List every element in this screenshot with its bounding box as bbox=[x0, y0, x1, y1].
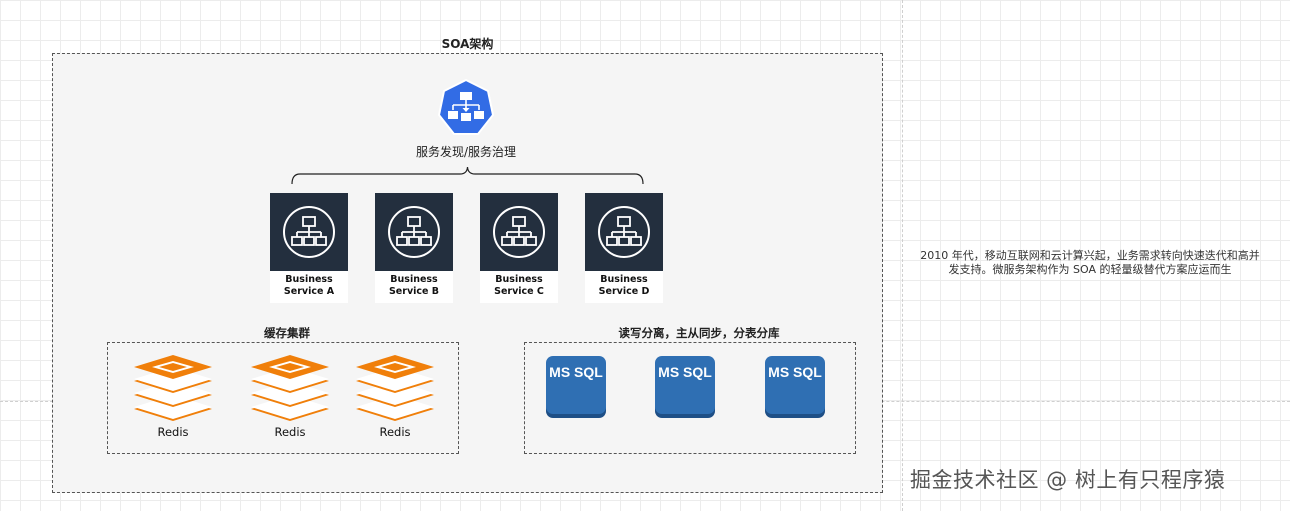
mssql-database-icon: MS SQL bbox=[546, 356, 606, 418]
side-note-text: 2010 年代，移动互联网和云计算兴起，业务需求转向快速迭代和高并发支持。微服务… bbox=[920, 249, 1260, 276]
curly-brace bbox=[291, 166, 644, 185]
service-label-line2: Service B bbox=[388, 286, 440, 297]
service-card-d: Business Service D bbox=[585, 193, 663, 303]
mssql-node-1: MS SQL bbox=[545, 356, 607, 422]
db-group-title: 读写分离，主从同步，分表分库 bbox=[618, 326, 780, 340]
redis-node-1: Redis bbox=[132, 355, 214, 445]
mssql-label: MS SQL bbox=[549, 364, 603, 380]
mssql-database-icon: MS SQL bbox=[765, 356, 825, 418]
service-label: Business Service C bbox=[480, 271, 558, 298]
mssql-node-3: MS SQL bbox=[764, 356, 826, 422]
grid-guide-vertical bbox=[902, 0, 903, 511]
service-card-b: Business Service B bbox=[375, 193, 453, 303]
service-label: Business Service A bbox=[270, 271, 348, 298]
watermark: 掘金技术社区 @ 树上有只程序猿 bbox=[910, 468, 1226, 492]
mssql-label: MS SQL bbox=[658, 364, 712, 380]
redis-icon bbox=[356, 355, 434, 421]
governance-label: 服务发现/服务治理 bbox=[415, 145, 517, 159]
service-hierarchy-icon bbox=[283, 206, 335, 258]
service-label-line1: Business bbox=[390, 274, 438, 285]
service-label-line1: Business bbox=[600, 274, 648, 285]
service-card-c: Business Service C bbox=[480, 193, 558, 303]
service-label-line2: Service D bbox=[598, 286, 650, 297]
mssql-label: MS SQL bbox=[768, 364, 822, 380]
mssql-database-icon: MS SQL bbox=[655, 356, 715, 418]
cache-group-box bbox=[107, 342, 459, 454]
service-label-line1: Business bbox=[495, 274, 543, 285]
service-label: Business Service B bbox=[375, 271, 453, 298]
redis-label: Redis bbox=[274, 425, 306, 439]
redis-label: Redis bbox=[157, 425, 189, 439]
service-hierarchy-icon bbox=[388, 206, 440, 258]
soa-title: SOA架构 bbox=[441, 37, 494, 51]
service-hierarchy-icon bbox=[493, 206, 545, 258]
service-governance-icon bbox=[437, 78, 495, 135]
redis-label: Redis bbox=[379, 425, 411, 439]
service-hierarchy-icon bbox=[598, 206, 650, 258]
service-label-line2: Service C bbox=[494, 286, 544, 297]
service-label-line2: Service A bbox=[283, 286, 335, 297]
redis-icon bbox=[134, 355, 212, 421]
redis-node-2: Redis bbox=[249, 355, 331, 445]
redis-node-3: Redis bbox=[354, 355, 436, 445]
redis-icon bbox=[251, 355, 329, 421]
service-label-line1: Business bbox=[285, 274, 333, 285]
service-card-a: Business Service A bbox=[270, 193, 348, 303]
db-group-box bbox=[524, 342, 856, 454]
service-label: Business Service D bbox=[585, 271, 663, 298]
mssql-node-2: MS SQL bbox=[654, 356, 716, 422]
cache-group-title: 缓存集群 bbox=[264, 326, 310, 340]
